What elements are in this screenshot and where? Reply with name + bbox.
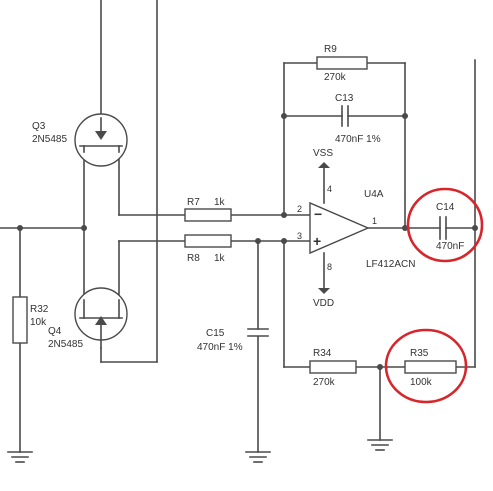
capacitor-c15: C15 470nF 1% bbox=[197, 328, 269, 353]
u4a-part: LF412ACN bbox=[366, 259, 415, 270]
junction-inverting bbox=[281, 212, 287, 218]
c15-value: 470nF 1% bbox=[197, 342, 243, 353]
highlight-circle-c14 bbox=[406, 187, 484, 263]
q3-part: 2N5485 bbox=[32, 134, 67, 145]
resistor-r8: R8 1k bbox=[184, 234, 232, 264]
junction-feedback-right bbox=[402, 113, 408, 119]
r35-ref: R35 bbox=[410, 348, 429, 359]
r8-value: 1k bbox=[214, 253, 226, 264]
ground-c15 bbox=[245, 451, 271, 463]
pin-output: 1 bbox=[372, 216, 377, 226]
c13-value: 470nF 1% bbox=[335, 134, 381, 145]
c14-value: 470nF bbox=[436, 241, 464, 252]
junction-q-source bbox=[81, 225, 87, 231]
highlight-circle-r35 bbox=[384, 328, 468, 404]
u4a-ref: U4A bbox=[364, 189, 384, 200]
q4-part: 2N5485 bbox=[48, 339, 83, 350]
ground-r32 bbox=[7, 451, 33, 463]
opamp-minus-sign: − bbox=[314, 206, 322, 222]
junction-noninv-r34 bbox=[281, 238, 287, 244]
junction-r34-r35 bbox=[377, 364, 383, 370]
junctions bbox=[17, 113, 478, 370]
junction-input bbox=[17, 225, 23, 231]
junction-noninv-c15 bbox=[255, 238, 261, 244]
capacitor-c13: C13 470nF 1% bbox=[335, 93, 381, 145]
resistor-r34: R34 270k bbox=[309, 348, 357, 388]
junction-feedback-left bbox=[281, 113, 287, 119]
opamp-plus-sign: + bbox=[313, 233, 321, 249]
resistor-r32: R32 10k bbox=[12, 296, 49, 344]
opamp-u4a: − + 2 3 1 4 8 U4A LF412ACN VSS VDD bbox=[297, 148, 415, 309]
vdd-label: VDD bbox=[313, 298, 334, 309]
q4-ref: Q4 bbox=[48, 326, 62, 337]
ground-r34-r35 bbox=[367, 439, 393, 451]
r32-value: 10k bbox=[30, 317, 47, 328]
pin-noninverting: 3 bbox=[297, 231, 302, 241]
wires bbox=[0, 0, 476, 453]
c15-ref: C15 bbox=[206, 328, 225, 339]
transistor-q4: Q4 2N5485 bbox=[48, 287, 128, 350]
r8-ref: R8 bbox=[187, 253, 200, 264]
c14-ref: C14 bbox=[436, 202, 455, 213]
junction-c14-right bbox=[472, 225, 478, 231]
r35-value: 100k bbox=[410, 377, 433, 388]
r32-ref: R32 bbox=[30, 304, 49, 315]
junction-output bbox=[402, 225, 408, 231]
resistor-r35: R35 100k bbox=[404, 348, 457, 388]
r7-ref: R7 bbox=[187, 197, 200, 208]
resistor-r7: R7 1k bbox=[184, 197, 232, 222]
q3-ref: Q3 bbox=[32, 121, 46, 132]
r9-value: 270k bbox=[324, 72, 347, 83]
vss-label: VSS bbox=[313, 148, 333, 159]
pin-inverting: 2 bbox=[297, 204, 302, 214]
r9-ref: R9 bbox=[324, 44, 337, 55]
pin-vdd: 8 bbox=[327, 262, 332, 272]
r34-value: 270k bbox=[313, 377, 336, 388]
resistor-r9: R9 270k bbox=[316, 44, 368, 83]
transistor-q3: Q3 2N5485 bbox=[32, 113, 128, 167]
r34-ref: R34 bbox=[313, 348, 332, 359]
c13-ref: C13 bbox=[335, 93, 354, 104]
pin-vss: 4 bbox=[327, 184, 332, 194]
r7-value: 1k bbox=[214, 197, 226, 208]
capacitor-c14: C14 470nF bbox=[436, 202, 464, 252]
